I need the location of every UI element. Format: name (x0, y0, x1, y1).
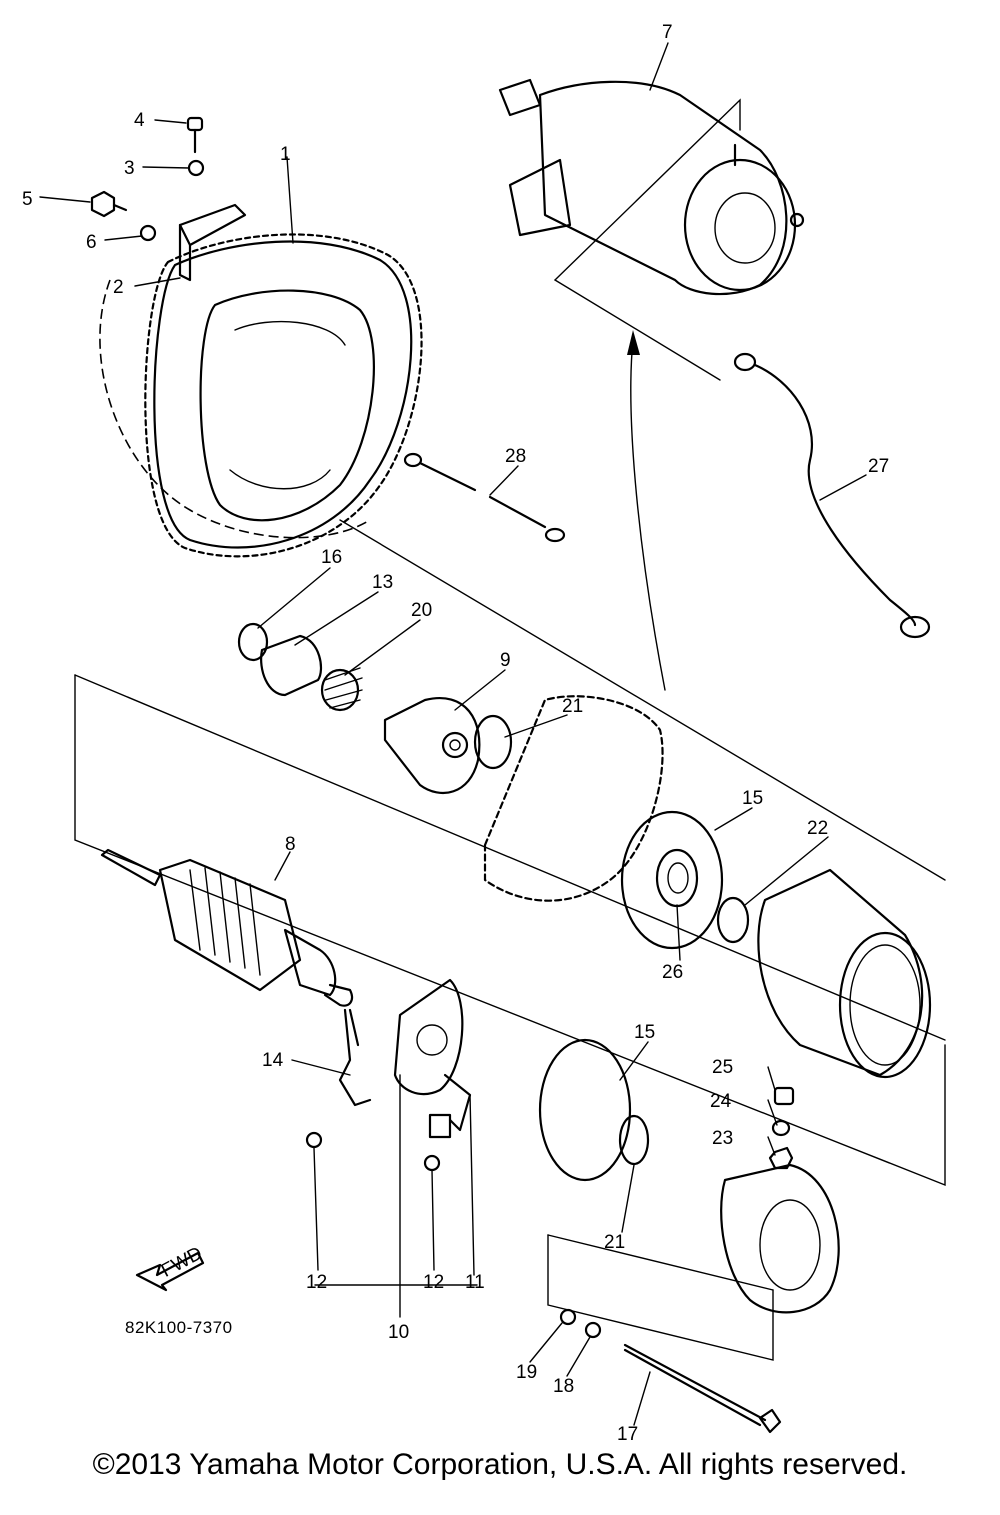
callout-numbers: 1 2 3 4 5 6 7 8 9 10 11 12 12 13 14 15 1… (22, 22, 889, 1445)
callout-27: 27 (868, 456, 889, 477)
brush-holder-assembly (305, 978, 472, 1172)
callout-23: 23 (712, 1128, 733, 1149)
callout-24: 24 (710, 1091, 732, 1112)
callout-6: 6 (86, 232, 97, 253)
yoke (757, 868, 932, 1079)
callout-18: 18 (553, 1376, 574, 1397)
ring-gear-housing (99, 233, 423, 558)
through-bolts (559, 1308, 782, 1434)
callout-25: 25 (712, 1057, 733, 1078)
callout-8: 8 (285, 834, 296, 855)
callout-22: 22 (807, 818, 828, 839)
callout-7: 7 (662, 22, 673, 43)
callout-1: 1 (280, 144, 291, 165)
callout-3: 3 (124, 158, 135, 179)
callout-15-lower: 15 (634, 1022, 655, 1043)
assembly-lines (74, 98, 946, 1361)
callout-17: 17 (617, 1424, 638, 1445)
lead-wire (733, 352, 931, 639)
callout-28: 28 (505, 446, 526, 467)
callout-14: 14 (262, 1050, 284, 1071)
callout-15-upper: 15 (742, 788, 763, 809)
callout-12-left: 12 (306, 1272, 327, 1293)
callout-13: 13 (372, 572, 393, 593)
callout-12-right: 12 (423, 1272, 444, 1293)
starter-motor-assembly (498, 78, 805, 296)
callout-2: 2 (113, 277, 124, 298)
copyright-notice: ©2013 Yamaha Motor Corporation, U.S.A. A… (92, 1448, 908, 1481)
fwd-arrow: FWD (135, 1243, 206, 1292)
clutch-components (237, 622, 481, 794)
callout-20: 20 (411, 600, 432, 621)
o-ring-and-seal (620, 810, 750, 950)
washer-21-upper (473, 714, 513, 770)
washer-21-lower (618, 1114, 650, 1166)
callout-9: 9 (500, 650, 511, 671)
front-cover (483, 695, 664, 902)
short-lead (403, 452, 566, 543)
callout-4: 4 (134, 110, 145, 131)
armature (100, 848, 354, 1007)
rear-cover (720, 1086, 840, 1314)
diagram-code: 82K100-7370 (125, 1318, 233, 1337)
fwd-label: FWD (158, 1243, 206, 1282)
o-ring-15-lower (538, 1038, 632, 1182)
leader-lines (39, 42, 867, 1426)
callout-10: 10 (388, 1322, 409, 1343)
callout-16: 16 (321, 547, 342, 568)
callout-21-lower: 21 (604, 1232, 625, 1253)
callout-5: 5 (22, 189, 33, 210)
callout-21-upper: 21 (562, 696, 583, 717)
callout-11: 11 (465, 1272, 485, 1293)
callout-26: 26 (662, 962, 683, 983)
callout-19: 19 (516, 1362, 537, 1383)
bracket-assembly (90, 116, 247, 282)
